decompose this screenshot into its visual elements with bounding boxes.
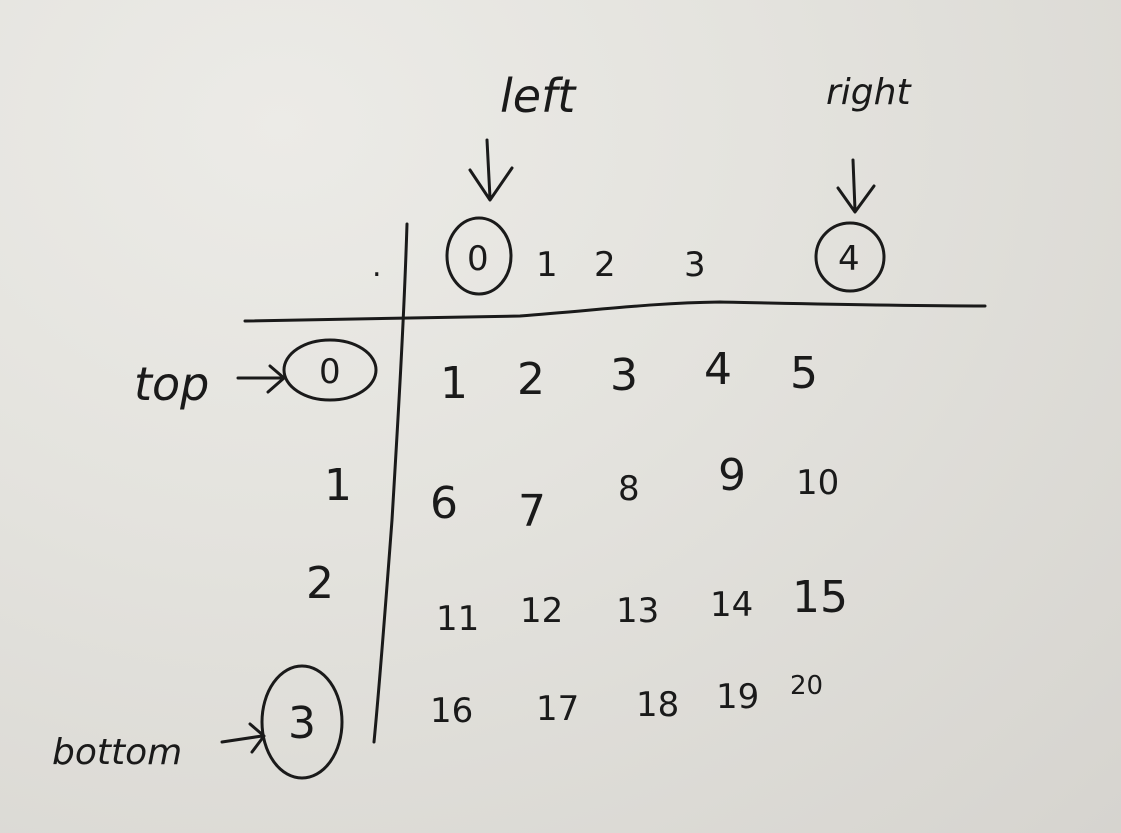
bottom-label: bottom [52,732,182,773]
row-index-3: 3 [288,698,316,749]
cell-r1-c2: 8 [618,469,640,509]
row-index-1: 1 [324,460,352,511]
column-index-2: 2 [594,245,616,285]
cell-r3-c1: 17 [536,689,579,729]
cell-r1-c4: 10 [796,463,839,503]
left-label: left [500,69,577,123]
cell-r2-c1: 12 [520,591,563,631]
cell-r3-c2: 18 [636,685,679,725]
horizontal-axis-line [243,300,987,323]
cell-r0-c0: 1 [440,358,468,409]
top-row-circle [282,338,378,402]
cell-r0-c4: 5 [790,348,818,399]
bottom-row-circle [260,664,344,780]
right-arrow [836,158,876,214]
row-index-2: 2 [306,558,334,609]
right-column-circle [814,221,886,293]
cell-r2-c4: 15 [792,572,848,623]
cell-r1-c3: 9 [718,450,746,501]
cell-r3-c4: 20 [790,671,823,701]
right-label: right [826,72,912,113]
cell-r3-c3: 19 [716,677,759,717]
cell-r0-c1: 2 [517,354,545,405]
cell-r3-c0: 16 [430,691,473,731]
cell-r2-c3: 14 [710,585,753,625]
cell-r0-c2: 3 [610,350,638,401]
row-index-0: 0 [319,352,341,392]
corner-dot: . [372,249,382,284]
cell-r2-c0: 11 [436,599,479,639]
top-arrow [236,364,286,394]
bottom-arrow [220,722,266,754]
column-index-1: 1 [536,245,558,285]
cell-r1-c1: 7 [518,486,546,537]
cell-r1-c0: 6 [430,478,458,529]
cell-r0-c3: 4 [704,344,732,395]
column-index-3: 3 [684,245,706,285]
column-index-0: 0 [467,239,489,279]
top-label: top [134,357,209,411]
cell-r2-c2: 13 [616,591,659,631]
vertical-axis-line [372,222,409,744]
left-arrow [468,138,514,202]
column-index-4: 4 [838,239,860,279]
left-column-circle [445,216,513,296]
